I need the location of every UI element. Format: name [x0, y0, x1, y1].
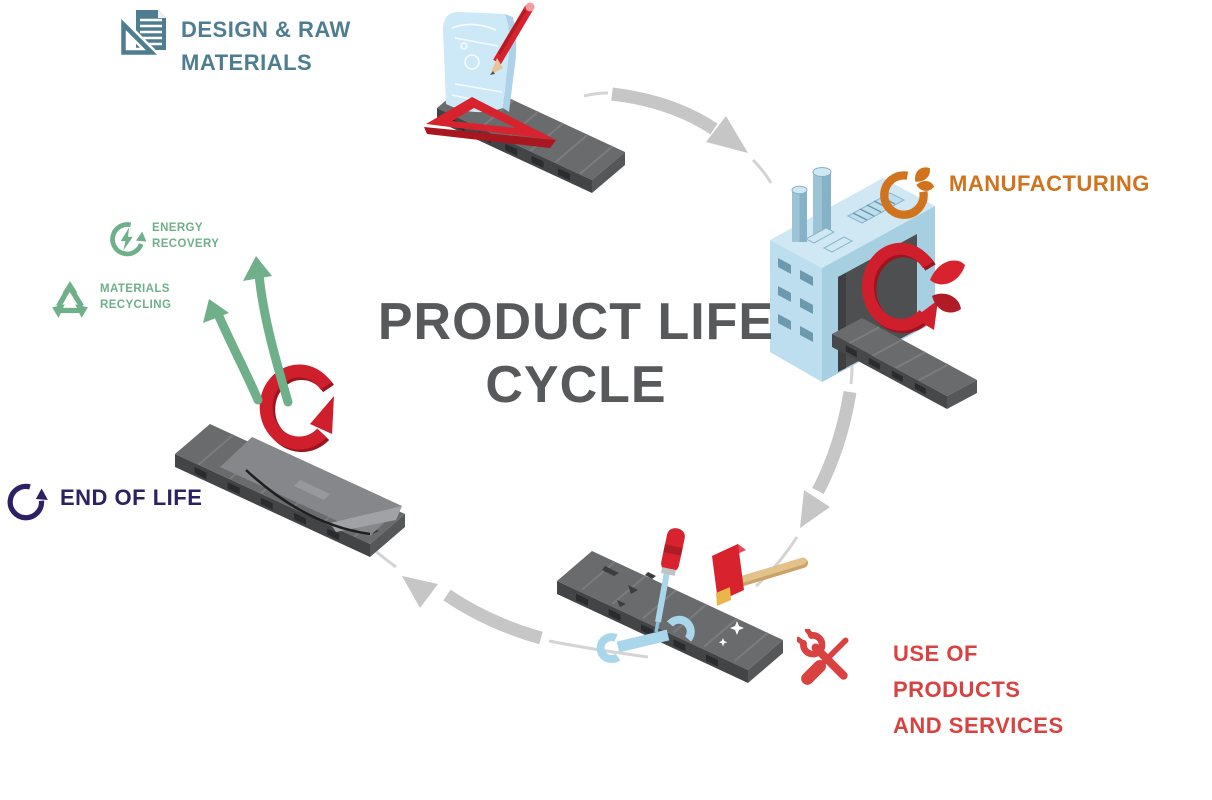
use-illustration: [557, 528, 808, 683]
manufacturing-illustration: [770, 167, 977, 409]
design-label-line2: MATERIALS: [181, 50, 313, 75]
wrench: [596, 615, 695, 663]
use-of-products-label: USE OF PRODUCTS AND SERVICES: [893, 636, 1064, 744]
roof-vent: [846, 192, 906, 224]
screwdriver: [654, 528, 685, 633]
energy-recovery-label: ENERGY RECOVERY: [152, 220, 219, 252]
sparkles: [718, 608, 756, 647]
hammer: [712, 544, 808, 606]
design-label-line1: DESIGN & RAW: [181, 17, 351, 42]
materials-recycling-label: MATERIALS RECYCLING: [100, 281, 171, 313]
materials-label-line1: MATERIALS: [100, 283, 170, 295]
cycle-arrow-design-to-manufacturing: [583, 87, 773, 184]
use-label-line1: USE OF: [893, 641, 978, 666]
title-line2: LIFE CYCLE: [485, 293, 775, 414]
materials-recycling-arrow: [203, 299, 263, 405]
red-loop-arrow: [259, 364, 334, 452]
page-title: PRODUCT LIFE CYCLE: [370, 291, 782, 417]
end-of-life-label: END OF LIFE: [60, 485, 202, 511]
red-eco-loop-arrow: [861, 242, 965, 334]
peeling-layer: [220, 437, 402, 536]
end-of-life-illustration: [175, 364, 405, 557]
set-square-document-icon: [118, 10, 166, 58]
energy-recovery-arrow: [243, 256, 293, 407]
manufacturing-label-line1: MANUFACTURING: [949, 171, 1150, 196]
use-label-line2: PRODUCTS: [893, 677, 1021, 702]
crossed-tools-icon: [797, 629, 849, 685]
set-square: [424, 97, 556, 148]
energy-label-line2: RECOVERY: [152, 238, 220, 250]
use-label-line3: AND SERVICES: [893, 713, 1064, 738]
surface-cracks: [602, 566, 656, 607]
manufacturing-label: MANUFACTURING: [949, 171, 1150, 197]
materials-label-line2: RECYCLING: [100, 299, 172, 311]
energy-recovery-icon: [110, 222, 147, 257]
factory-chimneys: [791, 167, 832, 242]
title-line1: PRODUCT: [377, 293, 642, 351]
energy-label-line1: ENERGY: [152, 222, 203, 234]
recycle-icon: [52, 281, 88, 318]
end-of-life-label-line1: END OF LIFE: [60, 485, 203, 510]
design-illustration: [424, 2, 625, 193]
design-raw-materials-label: DESIGN & RAW MATERIALS: [181, 13, 351, 79]
loop-arrow-icon: [7, 483, 48, 521]
leaf-circle-icon: [880, 167, 934, 219]
pencil: [490, 2, 535, 75]
factory-windows: [778, 258, 813, 342]
